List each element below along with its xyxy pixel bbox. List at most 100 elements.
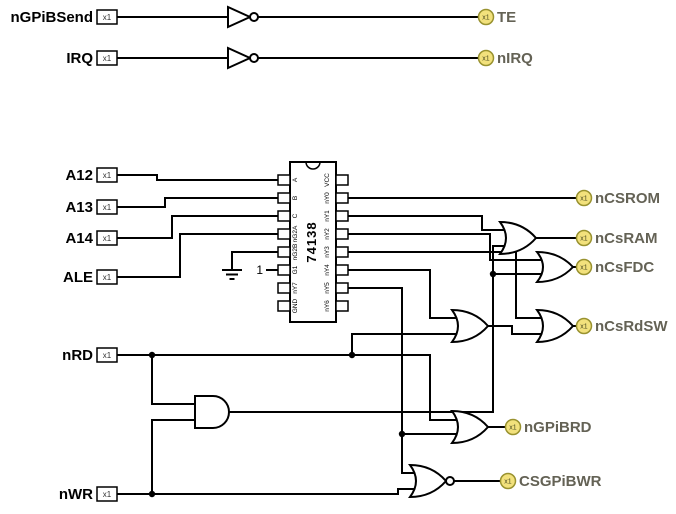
input-a12[interactable]: A12 x1 [65,167,118,184]
output-label: nCSROM [595,190,660,207]
wire-a14 [117,215,278,239]
not-gate-icon [227,46,253,70]
output-label: CSGPiBWR [519,473,602,490]
input-label: IRQ [66,50,93,67]
or-gate-icon [498,220,538,256]
input-a14[interactable]: A14 x1 [65,230,118,247]
output-pin-tag: x1 [580,265,588,272]
output-pin [477,49,495,67]
output-pin [575,229,593,247]
chip-pin [277,228,291,240]
input-pin-box[interactable] [96,199,118,215]
output-ngpibrd: x1 nGPiBRD [504,418,592,436]
chip-pin-label: nY3 [324,246,331,258]
constant-one[interactable]: 1 [256,263,263,277]
chip-pin [277,246,291,258]
input-ngpibsend[interactable]: nGPiBSend x1 [10,9,118,26]
input-pin-tag: x1 [103,54,112,63]
wire-a13 [117,197,278,208]
output-label: nCsFDC [595,259,654,276]
output-pin-tag: x1 [580,324,588,331]
chip-body[interactable] [289,161,337,323]
input-pin-tag: x1 [103,273,112,282]
input-pin-tag: x1 [103,234,112,243]
chip-pin [335,246,349,258]
wire-and-or1 [229,245,506,413]
output-ncsfdc: x1 nCsFDC [575,258,654,276]
and-gate-strobe[interactable] [194,395,230,429]
chip-pin-label: C [292,213,299,218]
wires-layer [117,16,577,495]
constant-one-label: 1 [256,263,263,277]
ground-symbol[interactable] [222,269,242,280]
junction-dot [489,270,497,278]
input-ale[interactable]: ALE x1 [63,269,118,286]
input-pin-tag: x1 [103,171,112,180]
output-pin-tag: x1 [482,15,490,22]
chip-pin-label: VCC [324,173,331,187]
chip-pin-label: A [292,177,299,182]
wire-or3-or4 [488,325,543,335]
or-gate-rdsw-a[interactable] [450,308,490,344]
or-gate-ncsrdsw[interactable] [535,308,575,344]
output-ncsrdsw: x1 nCsRdSW [575,317,668,335]
input-pin-box[interactable] [96,50,118,66]
inverter-nirq[interactable] [227,46,259,70]
output-ncsrom: x1 nCSROM [575,189,660,207]
chip-pin-label: GND [292,298,299,313]
inverter-te[interactable] [227,5,259,29]
output-csgpibwr: x1 CSGPiBWR [499,472,602,490]
wire-nrd-and [151,355,195,405]
chip-pin [335,282,349,294]
input-label: nRD [62,347,93,364]
input-nwr[interactable]: nWR x1 [59,486,118,503]
wire-nwr-and [151,419,195,494]
output-pin [499,472,517,490]
chip-pin-label: nY6 [324,300,331,312]
not-gate-icon [227,5,253,29]
input-pin-box[interactable] [96,9,118,25]
wire-nrd-main [117,354,458,421]
or-gate-ncsfdc[interactable] [534,250,575,284]
output-pin [477,8,495,26]
nor-gate-csgpibwr[interactable] [408,463,455,499]
wire-gnd [231,251,278,270]
output-pin-tag: x1 [580,196,588,203]
input-nrd[interactable]: nRD x1 [62,347,118,364]
wire-nwr-nor [117,488,416,495]
input-pin-box[interactable] [96,347,118,363]
or-gate-ncsram[interactable] [498,220,538,256]
input-pin-box[interactable] [96,167,118,183]
chip-pin-label: G1 [292,265,299,274]
input-a13[interactable]: A13 x1 [65,199,118,216]
negation-bubble-icon [249,12,259,22]
output-label: nCsRAM [595,230,658,247]
input-pin-box[interactable] [96,269,118,285]
output-te: x1 TE [477,8,516,26]
ground-icon [222,269,242,280]
chip-pin-label: nY2 [324,228,331,240]
or-gate-icon [450,308,490,344]
input-pin-box[interactable] [96,486,118,502]
input-pin-tag: x1 [103,351,112,360]
input-label: A14 [65,230,93,247]
wire-ny4-or3 [348,269,458,319]
output-label: nGPiBRD [524,419,592,436]
or-gate-icon [534,250,575,284]
chip-pin [277,300,291,312]
junction-dot [148,351,156,359]
wire-ale [117,233,278,278]
negation-bubble-icon [249,53,259,63]
chip-pin [335,192,349,204]
chip-74138[interactable]: A B C nG2A nG2B G1 nY7 GND VCC nY0 nY1 n… [277,161,349,323]
or-gate-ngpibrd[interactable] [450,409,490,445]
chip-pin-label: nY5 [324,282,331,294]
chip-pin [277,210,291,222]
input-pin-box[interactable] [96,230,118,246]
chip-pin-label: nY4 [324,264,331,276]
chip-pin-label: nY7 [292,282,299,294]
input-irq[interactable]: IRQ x1 [66,50,118,67]
chip-pin [335,174,349,186]
chip-pin [335,300,349,312]
